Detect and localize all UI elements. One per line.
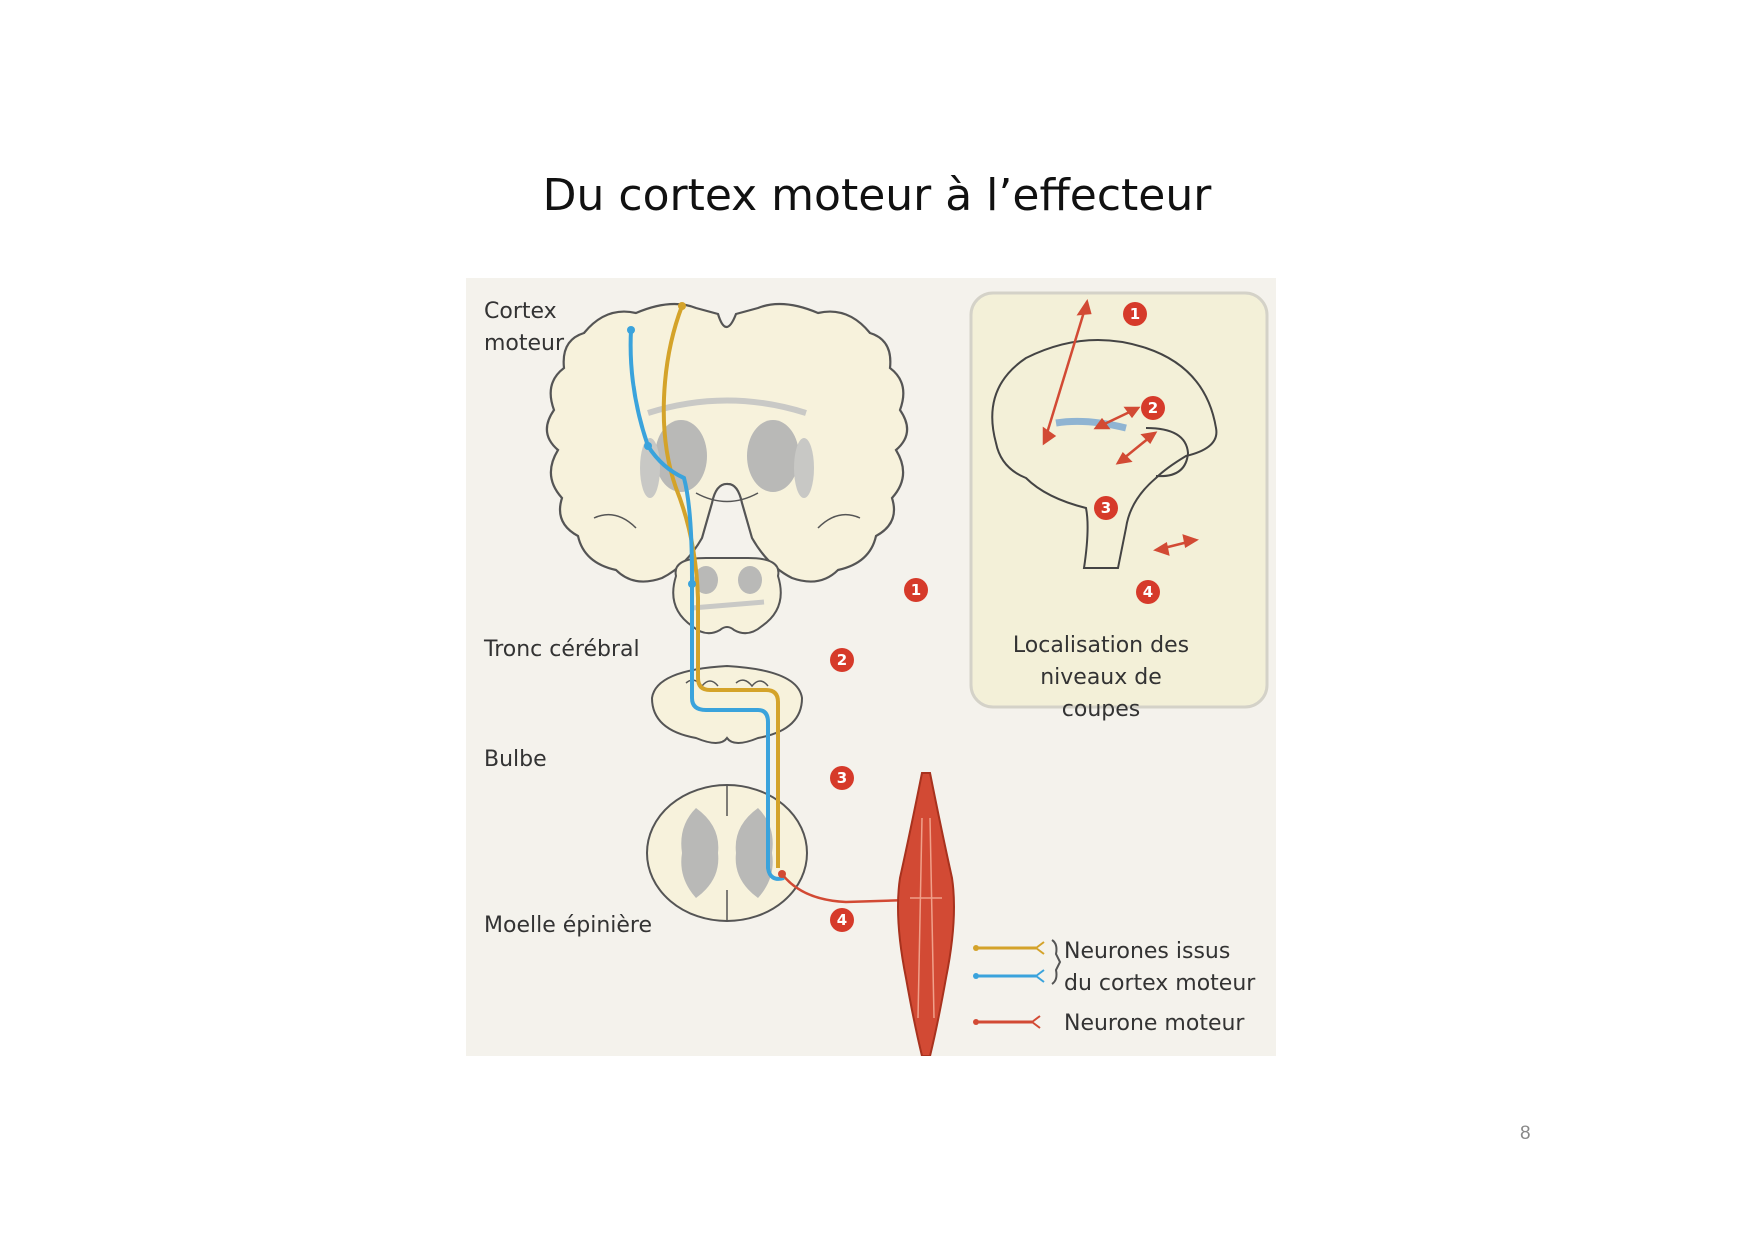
inset-badge-3: 3 <box>1094 496 1118 520</box>
muscle <box>897 772 955 1056</box>
spinal-cord-section <box>646 784 808 922</box>
motor-pathway-figure: Cortex moteur Tronc cérébral Bulbe Moell… <box>466 278 1276 1056</box>
inset-badge-4: 4 <box>1136 580 1160 604</box>
badge-level-3: 3 <box>830 766 854 790</box>
motor-neuron-axon <box>781 873 909 904</box>
pathway-drawing <box>545 291 1269 1056</box>
blue-cortical-neuron <box>628 329 785 881</box>
inset-badge-2: 2 <box>1141 396 1165 420</box>
page-number: 8 <box>1520 1123 1531 1144</box>
badge-level-1: 1 <box>904 578 928 602</box>
label-moelle-epiniere: Moelle épinière <box>484 913 653 938</box>
inset-caption: Localisation des niveaux de coupes <box>1012 633 1190 722</box>
inset-badge-1: 1 <box>1123 302 1147 326</box>
inset-cut-arrows <box>1042 299 1199 556</box>
brain-coronal-section <box>545 302 909 583</box>
inset-panel <box>969 291 1269 709</box>
legend-cortex-neurons: Neurones issus du cortex moteur <box>1064 939 1256 996</box>
badge-level-2: 2 <box>830 648 854 672</box>
legend-motor-neuron: Neurone moteur <box>1064 1011 1245 1036</box>
label-bulbe: Bulbe <box>484 747 547 772</box>
sagittal-brain-sketch <box>991 339 1218 569</box>
label-tronc-cerebral: Tronc cérébral <box>484 637 640 662</box>
badge-level-4: 4 <box>830 908 854 932</box>
slide-title: Du cortex moteur à l’effecteur <box>542 170 1212 221</box>
brainstem-section <box>672 557 782 635</box>
legend-lines <box>973 939 1062 1029</box>
label-cortex-moteur: Cortex moteur <box>484 299 565 356</box>
